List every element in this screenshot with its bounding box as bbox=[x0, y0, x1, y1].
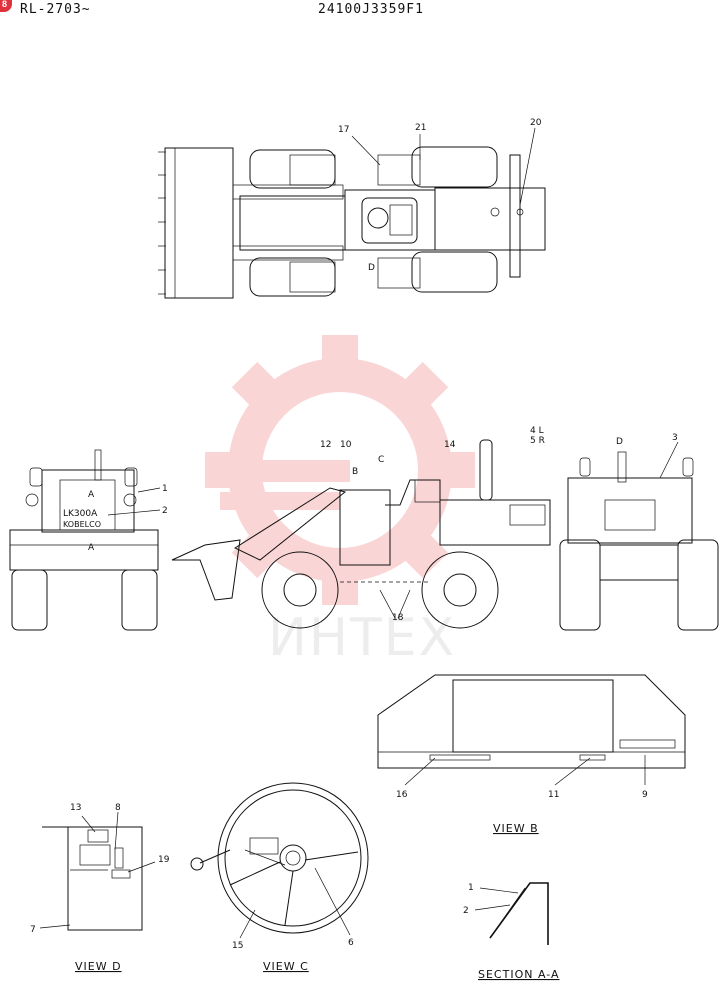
callout-1-front: 1 bbox=[162, 484, 168, 494]
callout-18: 18 bbox=[392, 613, 404, 623]
callout-3: 3 bbox=[672, 433, 678, 443]
view-b-drawing bbox=[377, 674, 686, 786]
view-d-drawing bbox=[39, 811, 156, 931]
svg-text:5 R: 5 R bbox=[530, 436, 545, 446]
callout-7: 7 bbox=[30, 925, 36, 935]
callout-11: 11 bbox=[548, 790, 559, 800]
callout-17: 17 bbox=[338, 125, 349, 135]
rear-view: D bbox=[559, 437, 719, 631]
callout-21: 21 bbox=[415, 123, 426, 133]
callout-15: 15 bbox=[232, 941, 243, 951]
svg-text:D: D bbox=[368, 263, 375, 273]
callout-20: 20 bbox=[530, 118, 542, 128]
callout-16: 16 bbox=[396, 790, 408, 800]
callout-8: 8 bbox=[115, 803, 121, 813]
callout-10: 10 bbox=[340, 440, 352, 450]
front-view: LK300A KOBELCO A A bbox=[9, 449, 161, 631]
section-callout-2: 2 bbox=[463, 906, 469, 916]
part-number: 24100J3359F1 bbox=[318, 2, 424, 17]
callout-13: 13 bbox=[70, 803, 81, 813]
svg-text:4 L: 4 L bbox=[530, 426, 544, 436]
svg-text:LK300A: LK300A bbox=[63, 509, 98, 519]
page-badge: 8 bbox=[0, 0, 12, 12]
view-d-caption: VIEW D bbox=[75, 960, 122, 973]
section-callout-1: 1 bbox=[468, 883, 474, 893]
series-code: RL-2703~ bbox=[20, 2, 91, 17]
callout-2-front: 2 bbox=[162, 506, 168, 516]
callout-6: 6 bbox=[348, 938, 354, 948]
side-view: B C 4 L 5 R bbox=[171, 426, 551, 629]
svg-text:A: A bbox=[88, 543, 95, 553]
svg-text:B: B bbox=[352, 467, 358, 477]
section-aa-drawing bbox=[474, 882, 549, 945]
watermark-logo: ИНТЕХ bbox=[205, 335, 475, 668]
callout-12: 12 bbox=[320, 440, 331, 450]
svg-text:D: D bbox=[616, 437, 623, 447]
top-view: D bbox=[158, 127, 546, 299]
view-c-drawing bbox=[190, 782, 369, 939]
svg-text:KOBELCO: KOBELCO bbox=[63, 520, 101, 529]
callout-14: 14 bbox=[444, 440, 456, 450]
view-b-caption: VIEW B bbox=[493, 822, 539, 835]
callout-19: 19 bbox=[158, 855, 170, 865]
view-c-caption: VIEW C bbox=[263, 960, 309, 973]
svg-text:A: A bbox=[88, 490, 95, 500]
svg-text:C: C bbox=[378, 455, 384, 465]
callout-9: 9 bbox=[642, 790, 648, 800]
section-aa-caption: SECTION A-A bbox=[478, 968, 560, 981]
watermark-text: ИНТЕХ bbox=[268, 608, 456, 668]
